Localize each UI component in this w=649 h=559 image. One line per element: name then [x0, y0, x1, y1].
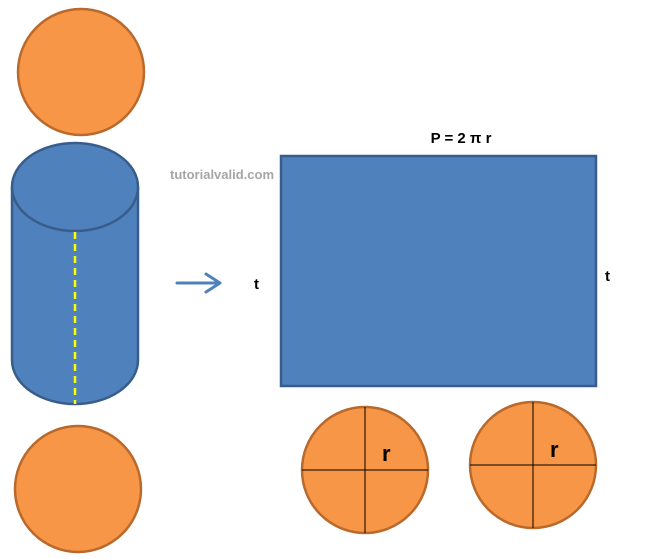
cylinder: [10, 141, 140, 406]
bottom-base-circle: [13, 424, 143, 554]
base-circle-left: r: [300, 405, 430, 535]
height-label-left: t: [254, 276, 259, 293]
radius-label-left: r: [382, 441, 391, 466]
cylinder-top: [10, 141, 140, 233]
radius-label-right: r: [550, 437, 559, 462]
perimeter-label: P = 2 π r: [431, 130, 492, 147]
base-circle-right: r: [468, 400, 598, 530]
height-label-right: t: [605, 268, 610, 285]
arrow-icon: [175, 272, 222, 294]
unrolled-rectangle: [279, 154, 598, 388]
watermark-text: tutorialvalid.com: [170, 167, 274, 182]
top-base-circle: [16, 7, 146, 137]
